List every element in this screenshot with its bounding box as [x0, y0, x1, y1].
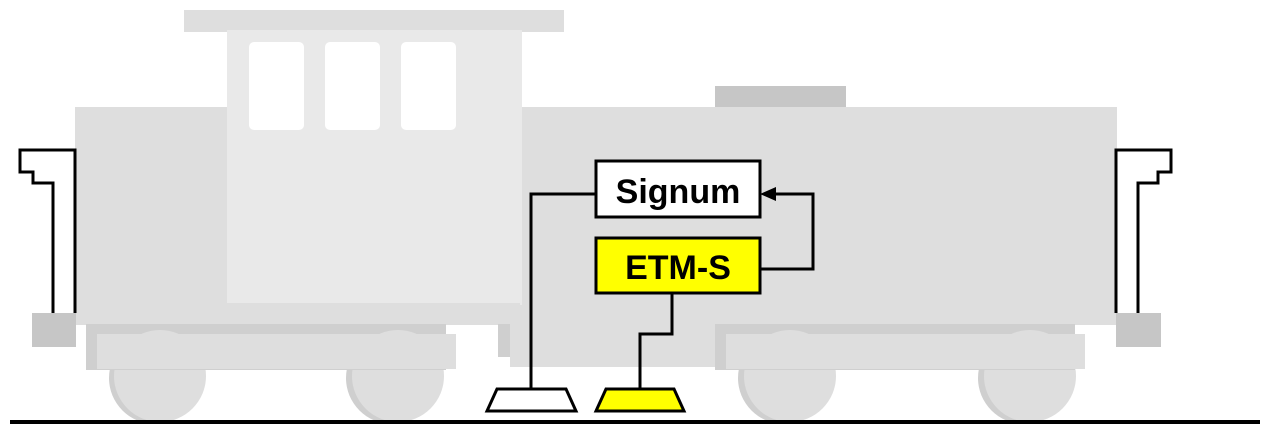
etm-s-antenna	[593, 387, 687, 413]
bogie-right	[726, 334, 1085, 369]
signum-box: Signum	[594, 159, 762, 219]
arrow-head-icon	[760, 187, 776, 201]
short-hood	[75, 107, 230, 325]
frame-strip-left	[86, 324, 446, 334]
signum-label: Signum	[616, 173, 741, 211]
roof-vent	[715, 86, 846, 108]
center-step-left	[498, 324, 510, 357]
etm-s-box-rect	[594, 236, 762, 295]
handrail-left	[18, 148, 77, 313]
cab-window-3	[401, 42, 456, 130]
cab-window-1	[249, 42, 304, 130]
bogie-left	[97, 334, 456, 369]
underframe-left	[75, 303, 520, 325]
buffer-right	[1116, 313, 1161, 347]
cab-roof	[184, 10, 564, 32]
buffer-left	[32, 313, 76, 347]
frame-strip-right	[715, 324, 1075, 334]
locomotive	[18, 10, 1173, 424]
fuel-tank	[510, 322, 715, 367]
etm-s-antenna-line	[638, 292, 674, 389]
rail	[10, 420, 1260, 424]
cab-window-2	[325, 42, 380, 130]
signum-antenna	[484, 387, 579, 413]
etm-s-label: ETM-S	[625, 249, 731, 287]
etm-s-to-signum-line	[760, 192, 815, 271]
connections	[529, 192, 815, 389]
handrail-right	[1114, 148, 1173, 313]
signum-box-rect	[594, 159, 762, 219]
etm-s-box: ETM-S	[594, 236, 762, 295]
signum-antenna-line	[529, 192, 596, 389]
